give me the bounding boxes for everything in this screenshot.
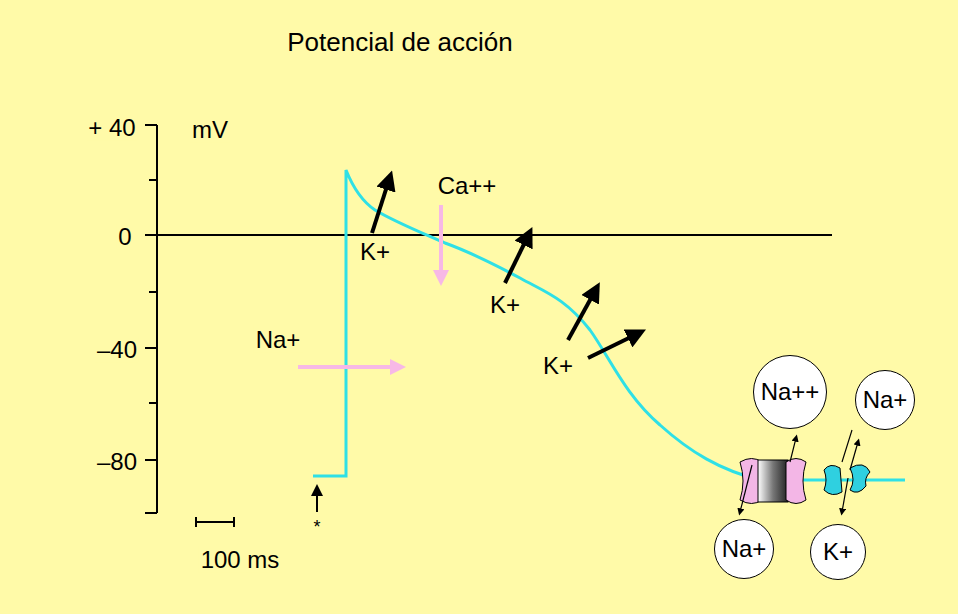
action-potential-curve	[313, 170, 905, 480]
ion-circle: Na+	[855, 370, 916, 431]
axis-value: –80	[95, 449, 139, 475]
stimulus-arrow	[316, 490, 318, 512]
ion-label: K+	[358, 239, 392, 265]
potassium-arrows	[372, 180, 637, 358]
calcium-arrow	[439, 205, 443, 278]
sodium-arrow	[298, 365, 398, 369]
ion-circle: Na++	[753, 355, 828, 430]
stimulus-mark: *	[311, 518, 322, 538]
ion-name: Na++	[761, 378, 820, 406]
axis-value: –40	[95, 337, 139, 363]
scale-bar	[196, 517, 234, 527]
ion-label: Ca++	[436, 173, 499, 199]
ion-name: Na+	[722, 535, 767, 563]
diagram-title: Potencial de acción	[287, 27, 512, 58]
axis-value: 0	[116, 224, 133, 250]
ion-name: K+	[823, 538, 853, 566]
ion-label: K+	[541, 353, 575, 379]
ion-label: K+	[488, 292, 522, 318]
sodium-potassium-pump	[740, 430, 870, 512]
axis	[145, 125, 832, 513]
ion-label: Na+	[254, 327, 303, 353]
ion-circle: K+	[810, 524, 866, 580]
axis-value: + 40	[86, 115, 137, 141]
ion-circle: Na+	[714, 519, 775, 580]
ion-name: Na+	[863, 386, 908, 414]
scale-label: 100 ms	[199, 547, 282, 573]
axis-unit: mV	[190, 117, 230, 143]
